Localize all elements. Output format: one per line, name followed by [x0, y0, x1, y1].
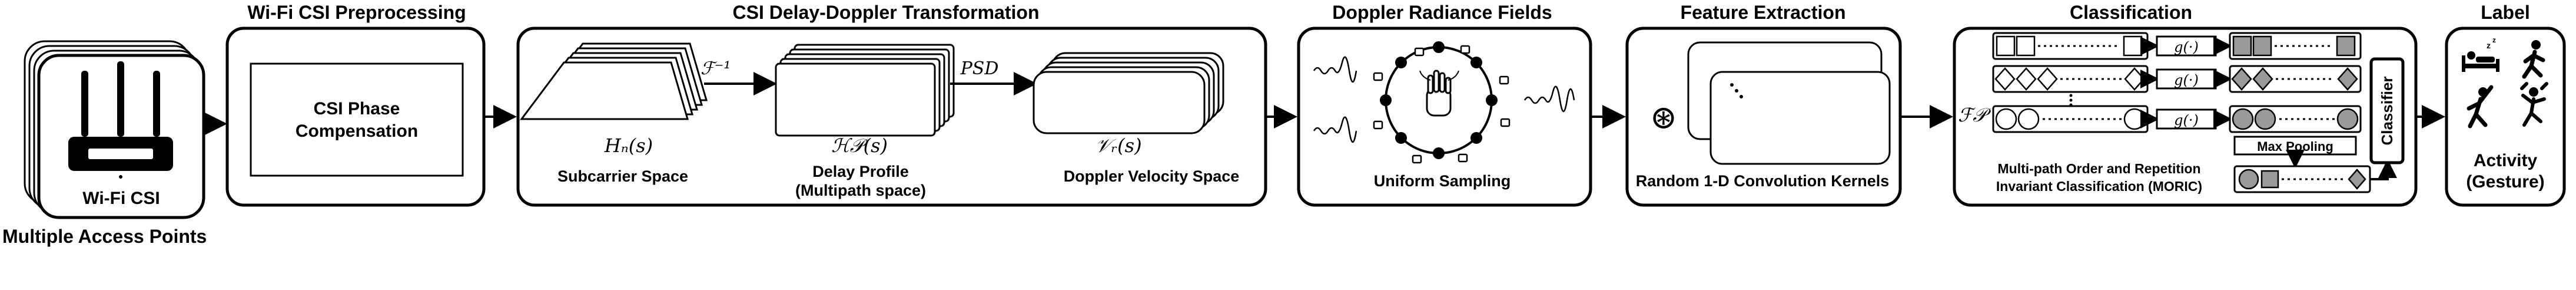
subcarrier-symbol: Hₙ(s): [604, 134, 653, 157]
g-function-label-2: g(·): [2174, 72, 2199, 88]
wifi-csi-label: Wi-Fi CSI: [82, 189, 160, 208]
svg-text:z: z: [2492, 36, 2496, 44]
moric-caption-line2: Invariant Classification (MORIC): [1996, 179, 2202, 194]
label-title: Label: [2481, 2, 2530, 23]
kernel-stack-icon: [1687, 41, 1891, 165]
doppler-velocity-stack-icon: [1033, 52, 1224, 134]
delay-profile-caption-line1: Delay Profile: [812, 163, 909, 180]
delay-profile-stack-icon: [775, 44, 955, 137]
pooled-output-row: [2233, 165, 2371, 193]
activity-caption-line2: (Gesture): [2466, 172, 2544, 192]
arrow-output-to-classifier: [2370, 159, 2397, 180]
doppler-fields-title: Doppler Radiance Fields: [1332, 2, 1552, 23]
phase-compensation-label-line2: Compensation: [296, 121, 418, 141]
g-function-label-3: g(·): [2174, 112, 2199, 128]
delay-profile-symbol: ℋ𝒫(s): [831, 134, 888, 157]
g-function-box-2: [2156, 68, 2217, 90]
classifier-label: Classifier: [2378, 76, 2396, 145]
sleeping-person-icon: z z: [2462, 36, 2499, 72]
walking-person-icon: [2522, 40, 2545, 79]
dancing-person-icon: [2520, 82, 2548, 127]
transformed-row-circles: [2229, 105, 2362, 133]
antenna-icons: [1373, 45, 1511, 164]
preprocessing-stage: Wi-Fi CSI Preprocessing CSI Phase Compen…: [225, 2, 486, 207]
subcarrier-space-caption: Subcarrier Space: [557, 167, 688, 185]
inverse-fourier-operator: ℱ⁻¹: [701, 58, 731, 79]
feature-extraction-title: Feature Extraction: [1681, 2, 1846, 23]
convolution-kernels-caption: Random 1-D Convolution Kernels: [1636, 172, 1890, 190]
router-icon: [68, 61, 173, 179]
moric-caption-line1: Multi-path Order and Repetition: [1998, 161, 2201, 176]
classification-stage: Classification ℱ𝒫: [1953, 2, 2418, 207]
sampling-ring-icon: [1380, 41, 1498, 159]
transformation-stage: CSI Delay-Doppler Transformation ℱ⁻¹ PSD: [516, 2, 1267, 207]
sequence-row-circles: [1992, 105, 2149, 133]
transformation-title: CSI Delay-Doppler Transformation: [733, 2, 1040, 23]
doppler-velocity-caption: Doppler Velocity Space: [1064, 167, 1240, 185]
input-stage: Wi-Fi CSI Multiple Access Points: [2, 40, 207, 247]
label-stage: Label z z: [2445, 2, 2566, 207]
psd-operator: PSD: [960, 58, 999, 79]
feature-map-symbol: ℱ𝒫: [1958, 104, 1991, 126]
feature-extraction-stage: Feature Extraction ⊛ Random 1-D Convolut…: [1625, 2, 1902, 207]
doppler-fields-stage: Doppler Radiance Fields: [1297, 2, 1592, 207]
row-separator-dots: [2069, 94, 2073, 107]
signal-wave-icons: [1313, 56, 1575, 143]
label-panel: [2445, 27, 2566, 207]
reaching-person-icon: [2467, 85, 2494, 128]
classification-title: Classification: [2070, 2, 2192, 23]
transformed-row-diamonds: [2229, 65, 2362, 93]
uniform-sampling-caption: Uniform Sampling: [1374, 172, 1511, 190]
doppler-velocity-symbol: 𝒱ᵣ(s): [1095, 134, 1141, 157]
preprocessing-title: Wi-Fi CSI Preprocessing: [247, 2, 466, 23]
delay-profile-caption-line2: (Multipath space): [795, 182, 926, 199]
svg-text:z: z: [2487, 41, 2491, 50]
max-pooling-label: Max Pooling: [2257, 139, 2333, 154]
phase-compensation-box: [250, 62, 464, 177]
sequence-row-diamonds: [1992, 65, 2149, 93]
classifier-box: [2369, 57, 2405, 164]
sequence-row-squares: [1992, 32, 2149, 60]
convolution-symbol-icon: ⊛: [1650, 98, 1678, 137]
multiple-access-points-caption: Multiple Access Points: [2, 226, 207, 247]
hand-gesture-icon: [1419, 70, 1459, 117]
phase-compensation-label-line1: CSI Phase: [314, 99, 400, 118]
g-function-label-1: g(·): [2174, 39, 2199, 55]
activity-caption-line1: Activity: [2474, 151, 2538, 170]
subcarrier-stack-icon: [520, 42, 708, 120]
transformed-row-squares: [2229, 32, 2362, 60]
